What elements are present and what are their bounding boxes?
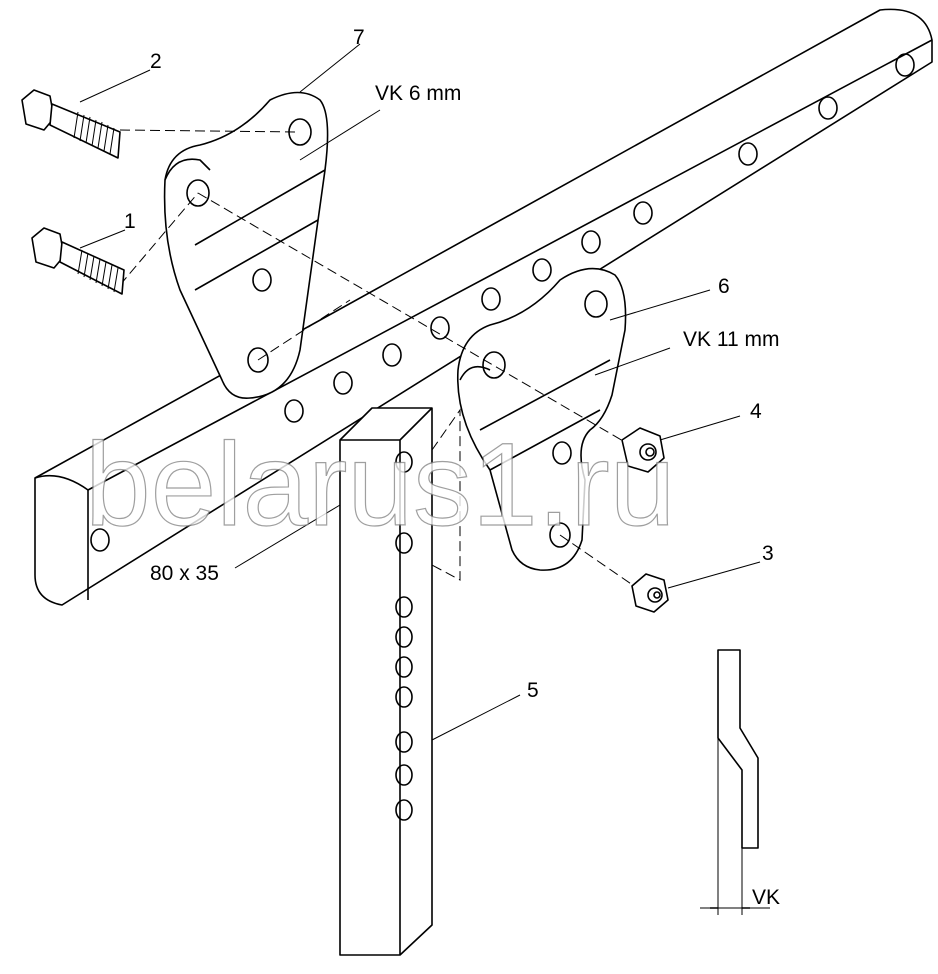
leader-lines: [79, 43, 761, 741]
callout-2: 2: [150, 50, 162, 73]
label-80x35: 80 x 35: [150, 562, 219, 585]
bolt-1: [31, 227, 125, 295]
label-vk: VK: [752, 886, 780, 909]
callout-4: 4: [750, 400, 762, 423]
watermark: belarus1.ru: [85, 419, 675, 551]
callout-1: 1: [124, 210, 136, 233]
callout-3: 3: [762, 542, 774, 565]
callout-5: 5: [527, 679, 539, 702]
bolt-2: [21, 89, 121, 159]
post-5: [339, 407, 461, 956]
plate-6: [456, 267, 627, 571]
beam: [34, 8, 933, 606]
nut-3: [631, 573, 669, 613]
callout-6: 6: [718, 275, 730, 298]
label-vk-6mm: VK 6 mm: [375, 82, 461, 105]
label-vk-11mm: VK 11 mm: [683, 328, 779, 351]
nut-4: [621, 427, 665, 473]
callout-7: 7: [353, 26, 365, 49]
profile-detail: [700, 649, 770, 915]
